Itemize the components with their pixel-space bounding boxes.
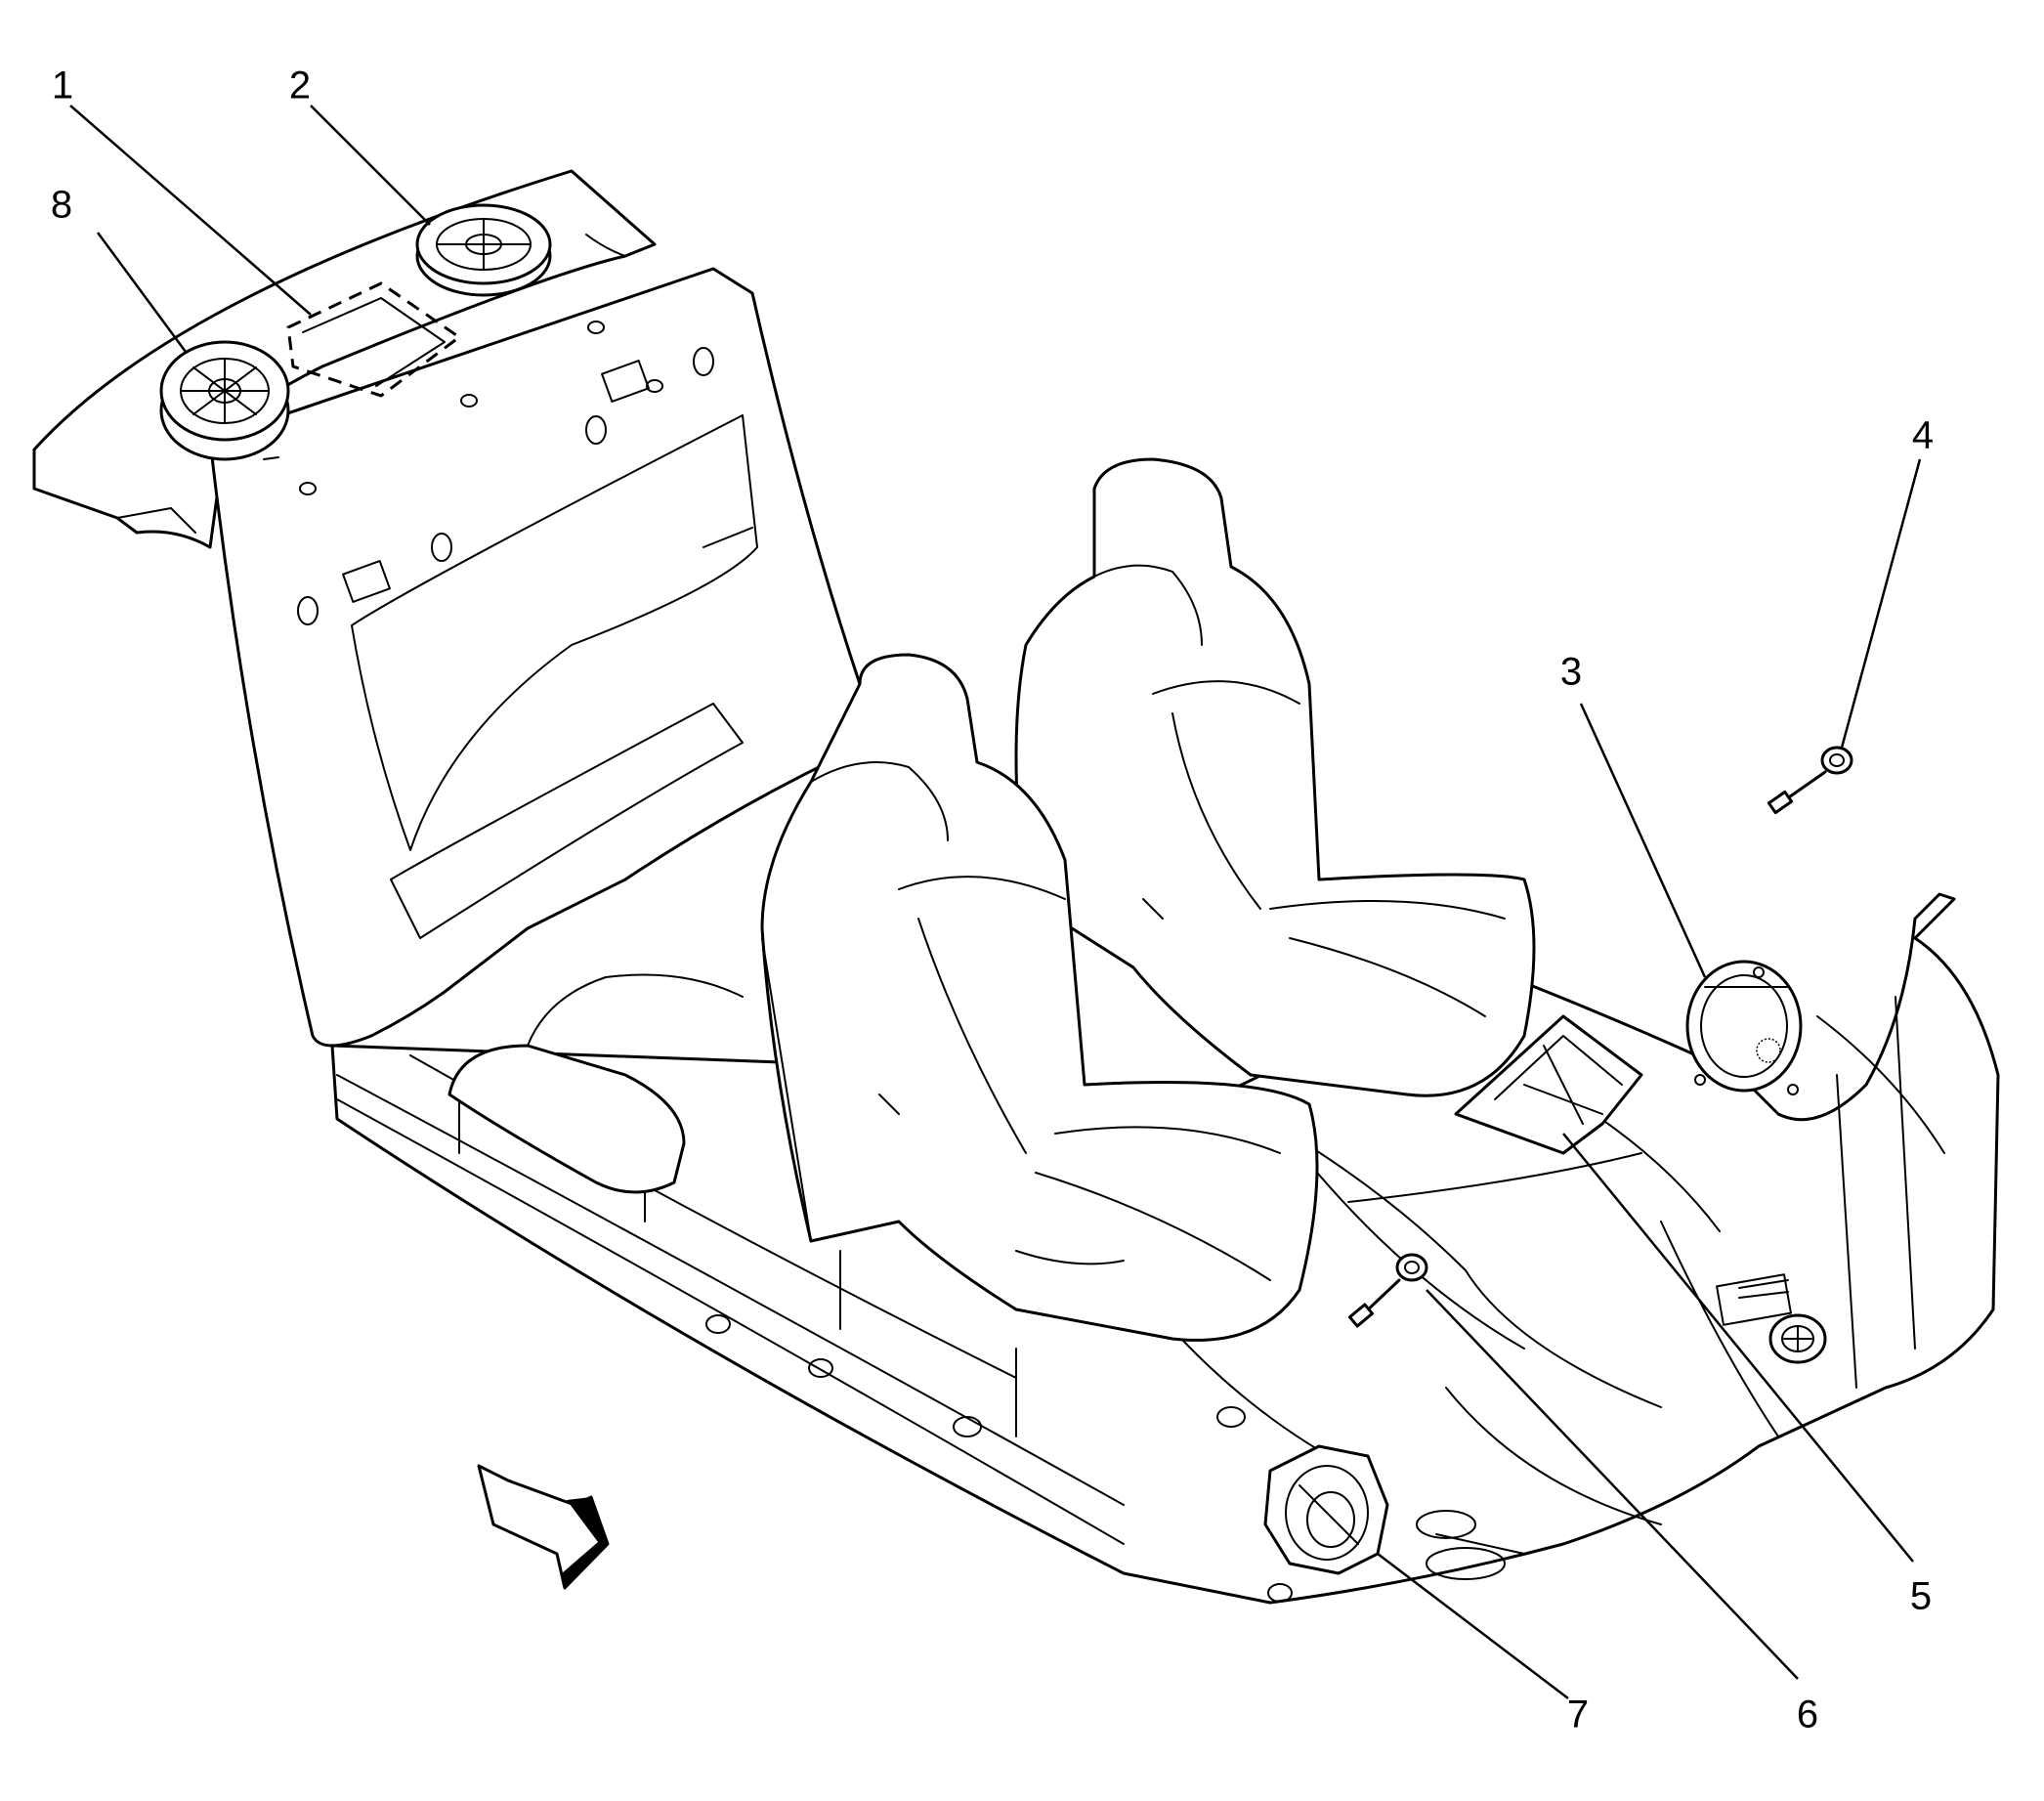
front-seat-left [760,653,1319,1342]
console-bracket [1454,1014,1643,1155]
callout-1: 1 [52,64,73,107]
callout-8: 8 [51,184,72,227]
speaker-8-rear-shelf-left [159,340,290,461]
rear-seat-back-panel [208,267,872,1048]
speaker-2-rear-shelf-right [415,203,552,297]
rear-seat-cushion [447,973,744,1194]
leader-lines [69,105,1922,1699]
callout-4: 4 [1912,414,1934,457]
speaker-dash-right [1768,1313,1827,1364]
callout-3: 3 [1560,651,1582,694]
speaker-3-door [1685,960,1803,1095]
fastener-6 [1347,1253,1428,1328]
callout-labels: 1 2 3 4 5 6 7 8 [51,64,1934,1737]
front-seat-right [1014,457,1536,1097]
callout-7: 7 [1567,1694,1589,1737]
amplifier-dashed-outline [286,281,462,398]
callout-6: 6 [1797,1694,1818,1737]
callout-5: 5 [1910,1575,1932,1618]
speaker-7-front-door [1263,1444,1389,1575]
forward-arrow-icon [477,1464,610,1590]
callout-2: 2 [289,64,311,107]
fastener-4 [1767,746,1853,815]
